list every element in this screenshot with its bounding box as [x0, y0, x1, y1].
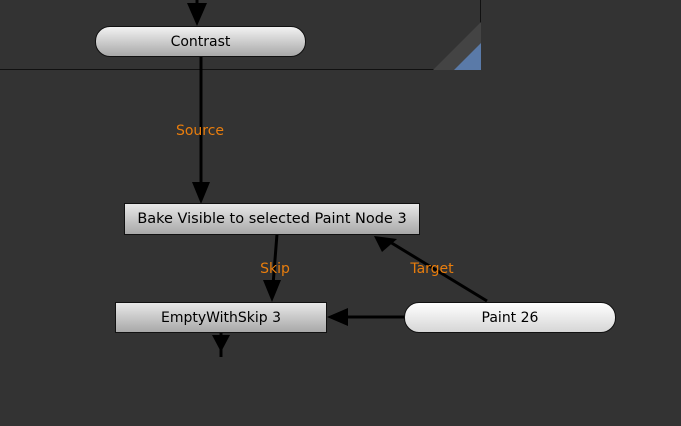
- node-paint-26[interactable]: Paint 26: [404, 302, 616, 333]
- edge-skip[interactable]: [263, 233, 281, 302]
- node-bake-visible[interactable]: Bake Visible to selected Paint Node 3: [124, 203, 420, 235]
- node-label: Contrast: [170, 33, 231, 50]
- edge-paint-to-empty[interactable]: [327, 308, 404, 326]
- backdrop-corner-icon: [454, 43, 481, 70]
- node-contrast[interactable]: Contrast: [95, 26, 306, 57]
- edge-outgoing-empty: [212, 333, 230, 357]
- edge-source[interactable]: [192, 56, 210, 204]
- node-label: EmptyWithSkip 3: [160, 309, 282, 326]
- edge-target[interactable]: [374, 236, 488, 303]
- edge-label-target: Target: [410, 261, 454, 277]
- node-label: Paint 26: [481, 309, 539, 326]
- node-label: Bake Visible to selected Paint Node 3: [137, 211, 407, 227]
- edge-label-skip: Skip: [260, 261, 290, 277]
- edge-incoming-contrast: [187, 0, 207, 26]
- edge-label-source: Source: [175, 123, 225, 139]
- node-empty-with-skip[interactable]: EmptyWithSkip 3: [115, 302, 327, 333]
